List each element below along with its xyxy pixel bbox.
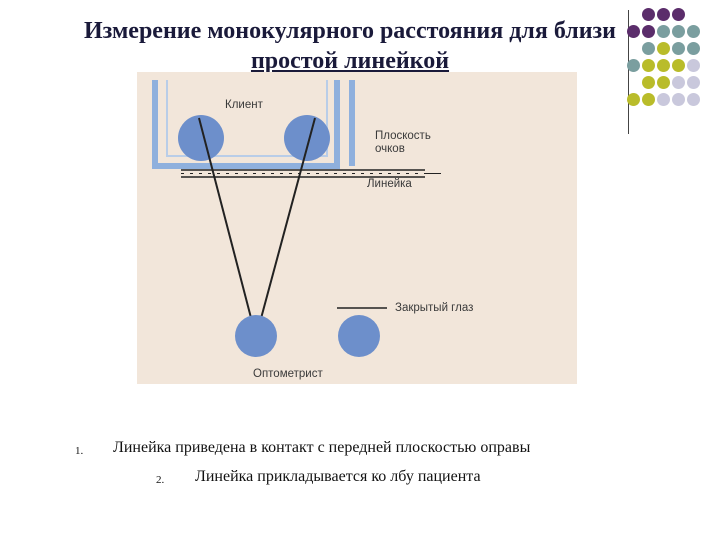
label-closed-eye: Закрытый глаз xyxy=(395,302,474,314)
decorative-dot xyxy=(642,59,655,72)
decorative-divider xyxy=(628,10,629,134)
slide-title: Измерение монокулярного расстояния для б… xyxy=(30,16,670,74)
decorative-dot xyxy=(672,25,685,38)
decorative-dot xyxy=(657,8,670,21)
decorative-dot xyxy=(687,25,700,38)
decorative-dot xyxy=(687,59,700,72)
decorative-dot xyxy=(627,59,640,72)
list-item-2-number: 2. xyxy=(156,474,165,486)
slide-title-line-2: простой линейкой xyxy=(250,48,450,74)
decorative-dot xyxy=(642,42,655,55)
sight-line-right xyxy=(198,117,257,338)
decorative-dot xyxy=(672,93,685,106)
decorative-dot xyxy=(627,93,640,106)
list-item-1-text: Линейка приведена в контакт с передней п… xyxy=(113,439,531,456)
decorative-dot xyxy=(687,93,700,106)
list-item-1-number: 1. xyxy=(75,445,84,457)
decorative-dot xyxy=(672,8,685,21)
decorative-dot xyxy=(657,59,670,72)
client-left-eye xyxy=(284,115,330,161)
decorative-dot xyxy=(672,59,685,72)
label-spectacle-plane-line-2: очков xyxy=(375,143,405,155)
decorative-dot xyxy=(687,76,700,89)
decorative-dot-grid xyxy=(627,6,720,116)
decorative-dot xyxy=(672,76,685,89)
label-spectacle-plane-line-1: Плоскость xyxy=(375,130,431,142)
spectacle-plane-frame-inner xyxy=(166,80,328,157)
decorative-dot xyxy=(657,25,670,38)
decorative-dot xyxy=(642,76,655,89)
optometrist-closed-eye xyxy=(338,315,380,357)
decorative-dot xyxy=(672,42,685,55)
decorative-dot xyxy=(657,76,670,89)
spectacle-plane-frame xyxy=(152,80,340,169)
decorative-dot xyxy=(642,8,655,21)
decorative-dot xyxy=(642,25,655,38)
decorative-dot xyxy=(657,42,670,55)
decorative-dot xyxy=(642,93,655,106)
optometrist-open-eye xyxy=(235,315,277,357)
decorative-dot xyxy=(657,93,670,106)
diagram-figure: Клиент Плоскость очков Линейка Закрытый … xyxy=(137,72,577,384)
label-optometrist: Оптометрист xyxy=(253,368,323,380)
label-ruler: Линейка xyxy=(367,178,412,190)
diagram-drawing xyxy=(152,80,441,357)
decorative-dot xyxy=(627,25,640,38)
client-right-eye xyxy=(178,115,224,161)
sight-line-left xyxy=(255,117,316,338)
list-item-2-text: Линейка прикладывается ко лбу пациента xyxy=(195,468,481,485)
decorative-dot xyxy=(687,42,700,55)
label-client: Клиент xyxy=(225,99,263,111)
ruler xyxy=(181,169,441,178)
slide-title-line-1: Измерение монокулярного расстояния для б… xyxy=(83,18,616,44)
